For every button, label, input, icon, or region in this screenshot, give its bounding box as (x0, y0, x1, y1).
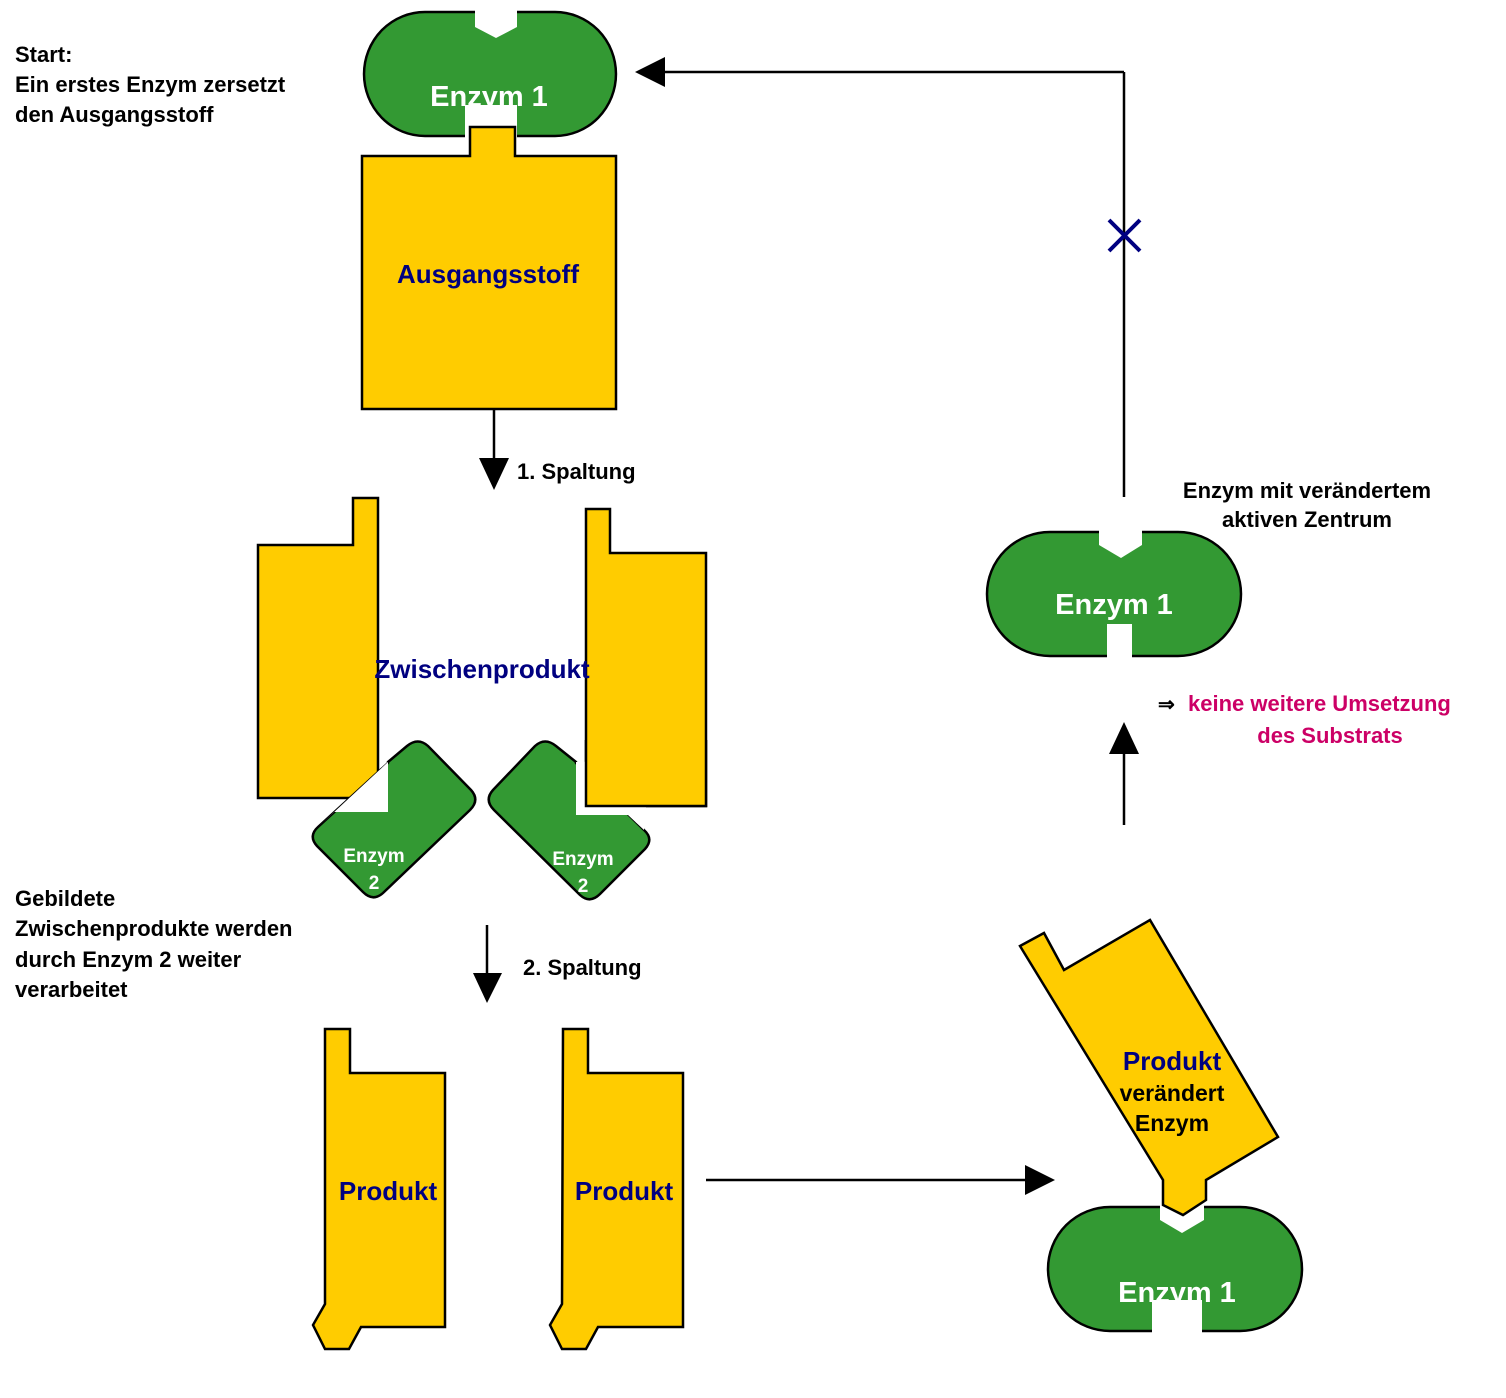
intermediate-label: Zwischenprodukt (374, 654, 590, 684)
product-changes-line1: Produkt (1123, 1046, 1222, 1076)
start-line2: den Ausgangsstoff (15, 102, 214, 127)
product-left: Produkt (311, 1027, 447, 1351)
arrow-to-enzyme1 (706, 1165, 1055, 1195)
start-title: Start: (15, 42, 72, 67)
enzyme1-altered-label: Enzym 1 (1055, 589, 1173, 621)
start-annotation: Start: Ein erstes Enzym zersetzt den Aus… (15, 42, 286, 127)
enzyme1-bottom: Enzym 1 (1046, 1205, 1304, 1333)
step2-label: 2. Spaltung (523, 955, 642, 980)
mid-line1: Gebildete (15, 886, 115, 911)
product-changes-enzyme: Produkt verändert Enzym (1018, 918, 1280, 1217)
mid-line3: durch Enzym 2 weiter (15, 947, 242, 972)
arrow-up (1109, 722, 1139, 825)
result-line2: des Substrats (1257, 723, 1403, 748)
result-line1: keine weitere Umsetzung (1188, 691, 1451, 716)
intermediate-left (256, 496, 380, 800)
arrow-step2 (473, 925, 502, 1003)
step1-label: 1. Spaltung (517, 459, 636, 484)
enzyme2-right-label-line2: 2 (578, 876, 589, 897)
substrate-ausgangsstoff: Ausgangsstoff (360, 125, 618, 411)
start-line1: Ein erstes Enzym zersetzt (15, 72, 286, 97)
result-annotation: ⇒ keine weitere Umsetzung des Substrats (1158, 691, 1451, 748)
mid-line4: verarbeitet (15, 977, 128, 1002)
enzyme2-left-label-line2: 2 (369, 873, 380, 894)
product-changes-line3: Enzym (1135, 1110, 1209, 1136)
enzyme2-right-label-line1: Enzym (552, 849, 613, 870)
altered-enzyme-annotation: Enzym mit verändertem aktiven Zentrum (1183, 478, 1431, 532)
inhibition-x-icon (1107, 218, 1142, 253)
changed-line2: aktiven Zentrum (1222, 507, 1392, 532)
changed-line1: Enzym mit verändertem (1183, 478, 1431, 503)
enzyme1-top: Enzym 1 (362, 10, 618, 138)
mid-line2: Zwischenprodukte werden (15, 916, 293, 941)
product-right-label: Produkt (575, 1176, 674, 1206)
product-left-label: Produkt (339, 1176, 438, 1206)
enzyme2-left-label-line1: Enzym (343, 846, 404, 867)
intermediate-annotation: Gebildete Zwischenprodukte werden durch … (15, 886, 293, 1002)
enzyme2-left: Enzym 2 (311, 740, 477, 899)
enzyme1-altered: Enzym 1 (985, 530, 1243, 658)
implies-arrow-icon: ⇒ (1158, 694, 1175, 716)
product-right: Produkt (548, 1027, 685, 1351)
feedback-line (635, 57, 1126, 497)
arrow-step1 (479, 409, 509, 490)
product-changes-line2: verändert (1120, 1080, 1225, 1106)
substrate-label: Ausgangsstoff (397, 259, 579, 289)
